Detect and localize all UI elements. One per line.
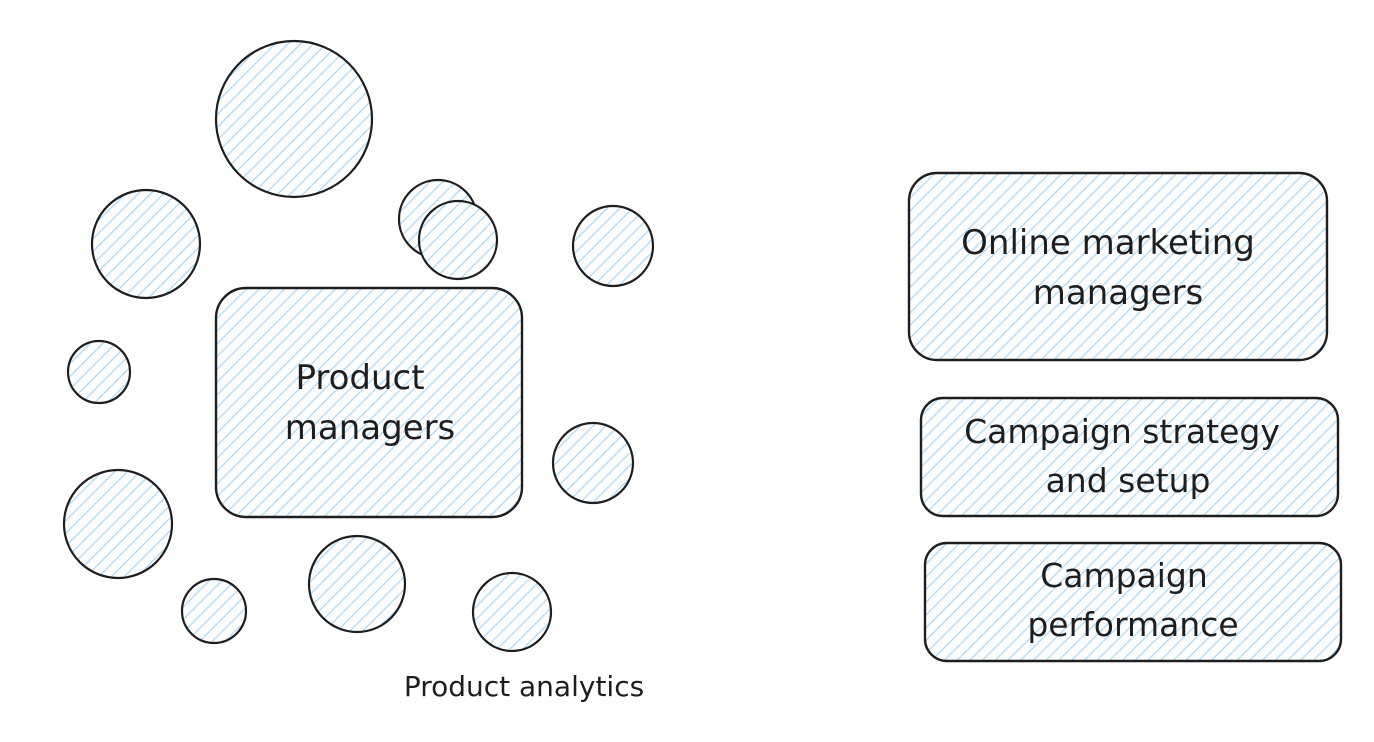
campaign-performance-label-line2: performance	[1027, 605, 1238, 644]
bubble	[471, 571, 553, 653]
bubble	[180, 577, 248, 645]
campaign-performance-label-line1: Campaign	[1040, 556, 1208, 595]
campaign-strategy-label-line1: Campaign strategy	[964, 412, 1280, 451]
bubble	[214, 39, 374, 199]
bubble	[417, 199, 499, 281]
bubble	[551, 421, 635, 505]
campaign-strategy-box: Campaign strategy and setup	[919, 396, 1340, 518]
online-marketing-label-line2: managers	[1033, 273, 1204, 313]
online-marketing-label-line1: Online marketing	[961, 223, 1255, 263]
bubble	[307, 534, 407, 634]
online-marketing-managers-box: Online marketing managers	[907, 171, 1329, 362]
bubble	[571, 204, 655, 288]
bubble	[66, 339, 132, 405]
product-managers-label-line2: managers	[285, 408, 456, 448]
campaign-strategy-label-line2: and setup	[1046, 461, 1211, 500]
campaign-performance-box: Campaign performance	[923, 541, 1343, 663]
product-managers-label-line1: Product	[295, 358, 424, 398]
product-managers-box: Product managers	[214, 286, 524, 519]
bubble	[62, 468, 174, 580]
bubble-cluster	[62, 39, 655, 653]
product-analytics-caption: Product analytics	[404, 670, 644, 703]
bubble	[90, 188, 202, 300]
